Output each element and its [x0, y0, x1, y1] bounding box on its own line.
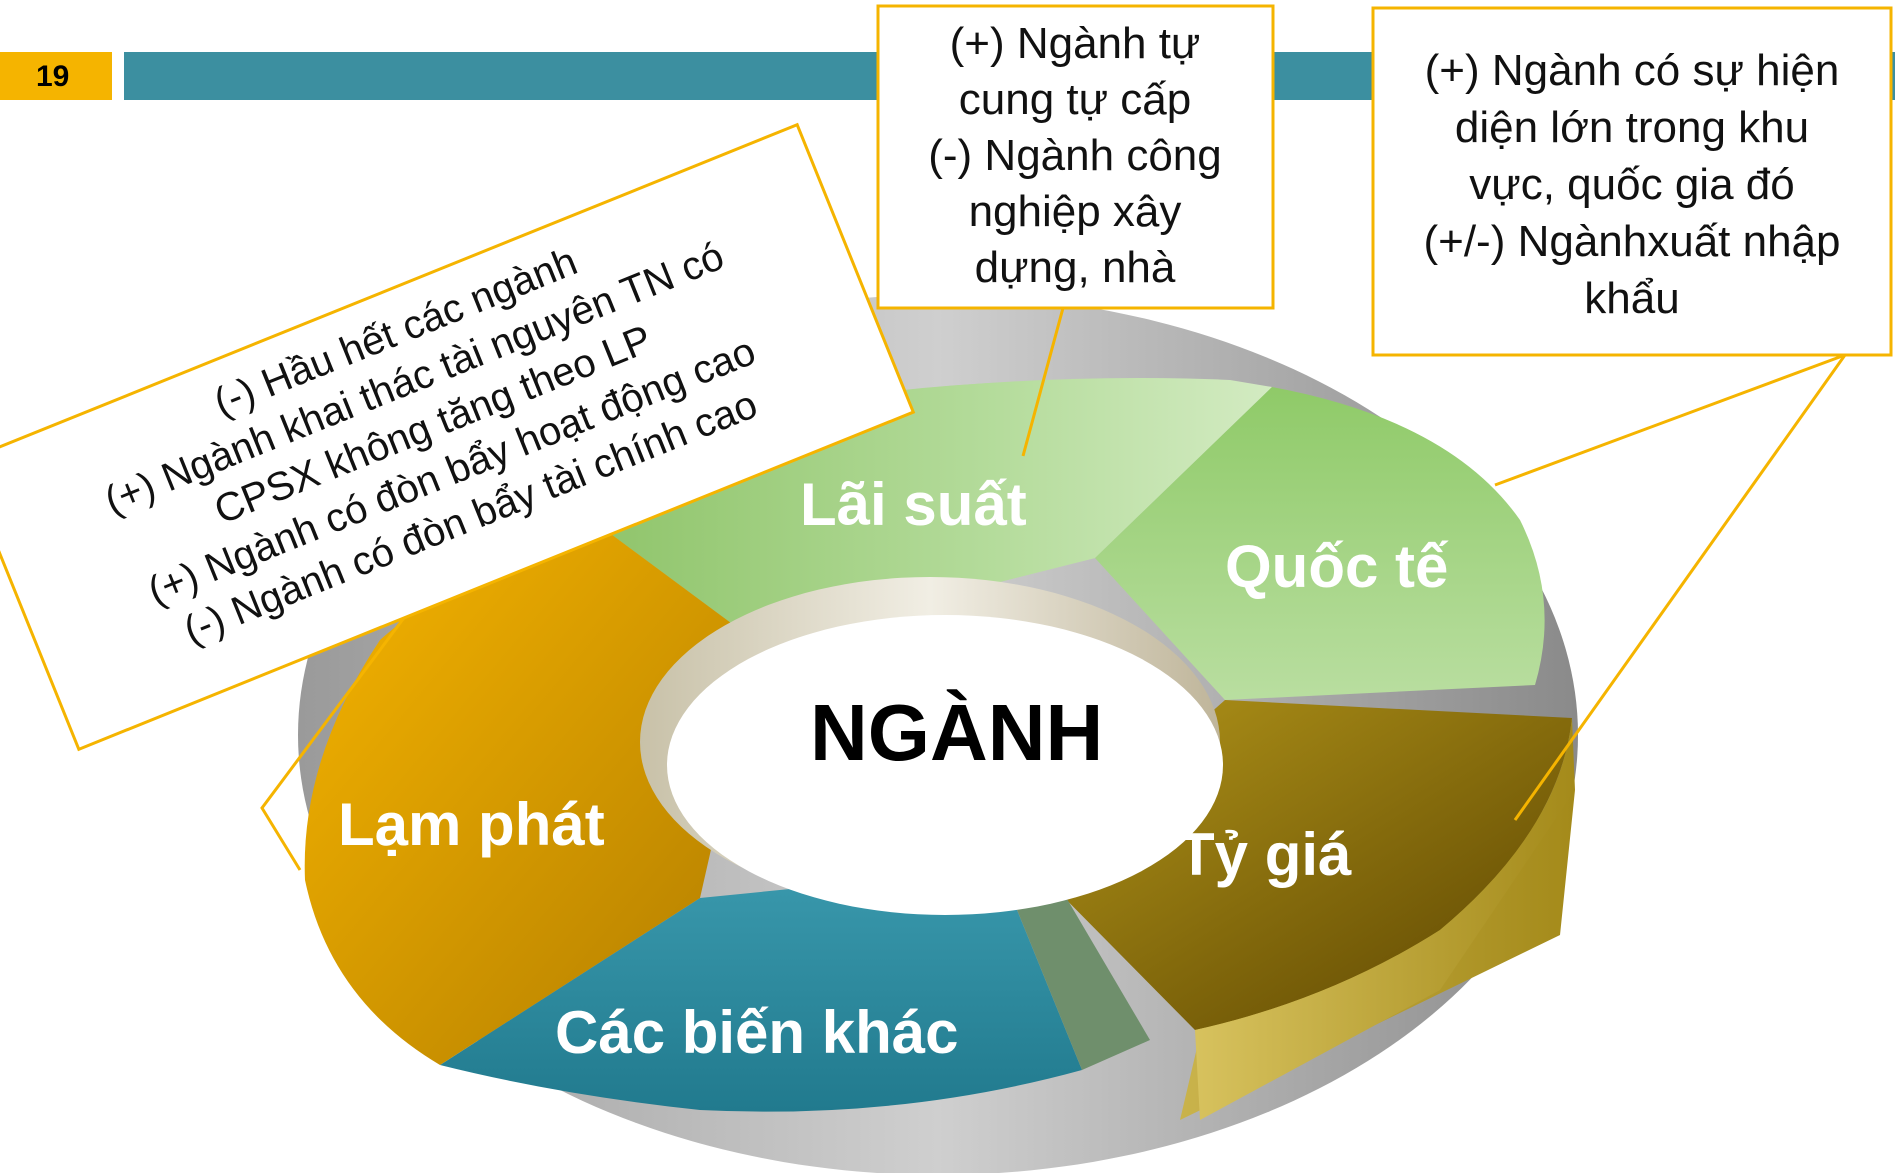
segment-quoc-te	[1095, 387, 1545, 700]
label-quoc-te: Quốc tế	[1225, 533, 1449, 600]
callout-quoc-te-box	[1371, 6, 1893, 357]
segment-ty-gia-edge	[1195, 718, 1575, 1120]
label-lai-suat: Lãi suất	[800, 471, 1027, 538]
callout-lai-suat-box	[876, 4, 1275, 310]
segment-cac-bien-khac-side	[1000, 868, 1150, 1070]
segment-lam-phat	[304, 520, 758, 1065]
callout-lai-suat-line-4: nghiệp xây	[969, 187, 1182, 236]
callout-quoc-te-line-5: khẩu	[1584, 274, 1679, 323]
center-label: NGÀNH	[810, 688, 1103, 777]
connector-quoc-te-2	[1513, 354, 1847, 821]
callout-lam-phat-box	[0, 122, 916, 752]
callout-lai-suat: (+) Ngành tự cung tự cấp (-) Ngành công …	[876, 4, 1275, 310]
label-ty-gia: Tỷ giá	[1178, 821, 1352, 888]
label-cac-bien-khac: Các biến khác	[555, 999, 959, 1066]
callout-lai-suat-line-3: (-) Ngành công	[928, 131, 1221, 180]
callout-lai-suat-line-1: (+) Ngành tự	[950, 19, 1201, 68]
slide-number-box	[0, 52, 112, 100]
callout-quoc-te-line-1: (+) Ngành có sự hiện	[1425, 46, 1840, 95]
callout-lai-suat-line-2: cung tự cấp	[959, 75, 1191, 124]
callout-lai-suat-line-5: dựng, nhà	[975, 243, 1176, 292]
connector-lai-suat	[1021, 307, 1065, 457]
label-lam-phat: Lạm phát	[338, 791, 605, 858]
ring-hole	[667, 615, 1223, 915]
slide-number: 19	[36, 60, 69, 93]
connector-quoc-te	[1494, 353, 1846, 487]
callout-quoc-te-line-3: vực, quốc gia đó	[1469, 160, 1794, 209]
callout-quoc-te: (+) Ngành có sự hiện diện lớn trong khu …	[1371, 6, 1893, 357]
connector-lam-phat	[260, 539, 464, 871]
segment-cac-bien-khac	[440, 868, 1082, 1112]
callout-quoc-te-line-2: diện lớn trong khu	[1455, 103, 1809, 152]
callout-quoc-te-line-4: (+/-) Ngànhxuất nhập	[1423, 217, 1840, 266]
